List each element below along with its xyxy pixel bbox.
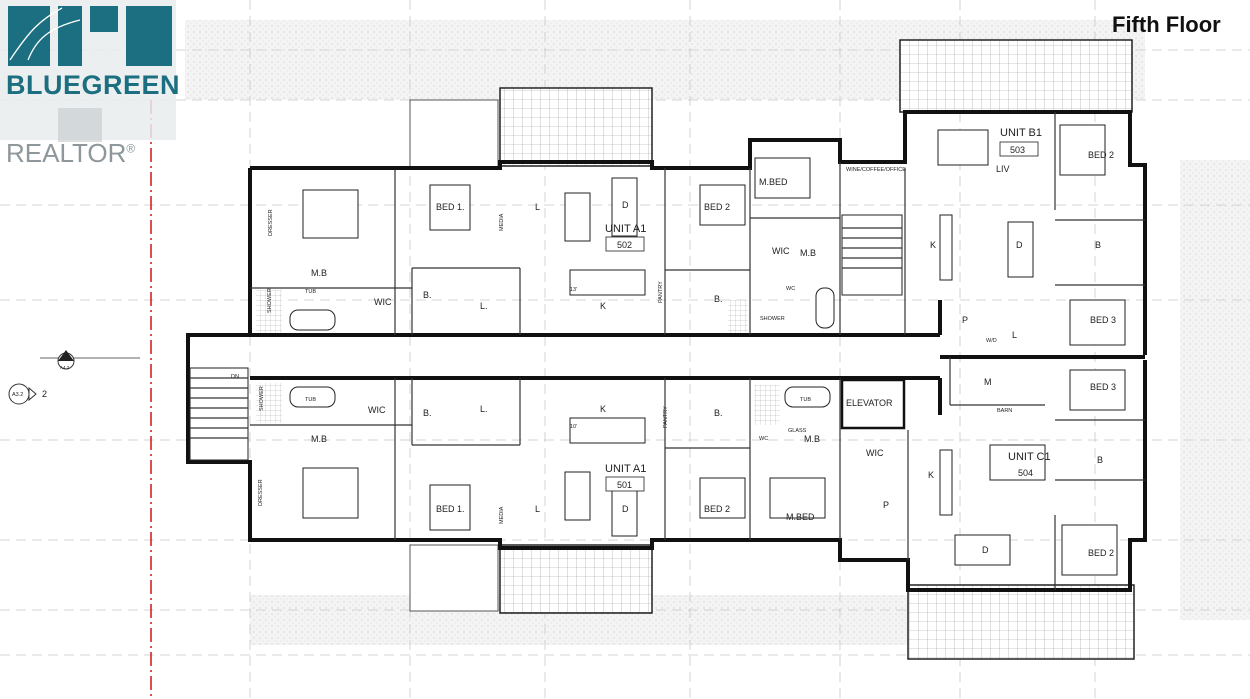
logo-realtor-text: REALTOR® <box>6 138 135 169</box>
room-labels: M.B M.B WIC WIC BED 1. BED 1. BED 2 BED … <box>231 150 1116 558</box>
elevator-shaft <box>840 378 906 430</box>
unit-labels: UNIT A1 502 UNIT A1 501 UNIT B1 503 UNIT… <box>605 127 1051 492</box>
room-label-mb-503: M.B <box>800 248 816 258</box>
room-label-mbed-504: M.BED <box>786 512 815 522</box>
unit-number-504: 504 <box>1018 468 1033 478</box>
room-label-dresser-upper: DRESSER <box>268 209 274 236</box>
stairs <box>189 214 903 461</box>
room-label-l-503: L <box>1012 330 1017 340</box>
room-label-bed1-upper: BED 1. <box>436 202 465 212</box>
section-marker-a32 <box>8 383 37 405</box>
logo-registered-mark: ® <box>126 141 136 156</box>
page-title: Fifth Floor <box>1112 12 1221 37</box>
unit-name-502: UNIT A1 <box>605 223 646 235</box>
room-label-barn: BARN <box>997 408 1012 414</box>
room-label-wic-503: WIC <box>772 246 790 256</box>
section-marker-number: 2 <box>42 389 47 399</box>
room-label-media-502: MEDIA <box>499 213 505 231</box>
room-label-elevator: ELEVATOR <box>846 398 893 408</box>
room-label-media-501: MEDIA <box>499 506 505 524</box>
room-label-shower-upper: SHOWER <box>267 288 273 313</box>
room-label-bed3-504: BED 3 <box>1090 382 1116 392</box>
room-label-wc-504: WC <box>759 436 768 442</box>
room-label-liv-503: LIV <box>996 164 1010 174</box>
room-label-glass: GLASS <box>788 428 807 434</box>
room-label-l-living-502: L <box>535 202 540 212</box>
room-label-p-503: P <box>962 315 968 325</box>
bluegreen-realtor-logo: BLUEGREEN REALTOR® <box>0 0 182 172</box>
room-label-d-501: D <box>622 504 629 514</box>
room-label-p-504: P <box>883 500 889 510</box>
room-label-bed2-504: BED 2 <box>1088 548 1114 558</box>
room-label-shower-503: SHOWER <box>760 316 785 322</box>
room-label-bed1-lower: BED 1. <box>436 504 465 514</box>
room-label-m-504: M <box>984 377 992 387</box>
room-label-tub-upper: TUB <box>305 289 316 295</box>
unit-name-503: UNIT B1 <box>1000 127 1042 139</box>
room-label-bed3-503: BED 3 <box>1090 315 1116 325</box>
unit-name-504: UNIT C1 <box>1008 451 1051 463</box>
logo-realtor-word: REALTOR <box>6 138 127 168</box>
living-furniture <box>564 129 1046 566</box>
section-marker-a32-label: A3.2 <box>12 392 23 398</box>
unit-number-502: 502 <box>617 240 632 250</box>
room-label-wine: WINE/COFFEE/OFFICE <box>846 167 906 173</box>
building-walls <box>186 110 1147 592</box>
room-label-wc: WC <box>786 286 795 292</box>
unit-name-501: UNIT A1 <box>605 463 646 475</box>
room-label-mbed-503: M.BED <box>759 177 788 187</box>
balconies <box>409 39 1135 660</box>
room-label-tub-lower: TUB <box>305 397 316 403</box>
room-label-mb-lower: M.B <box>311 434 327 444</box>
room-label-tub-504: TUB <box>800 397 811 403</box>
logo-brand-text: BLUEGREEN <box>6 70 181 100</box>
room-label-d-502: D <box>622 200 629 210</box>
dimension-10-501: 10' <box>570 424 577 430</box>
room-label-l-501: L. <box>480 404 488 414</box>
room-label-k-503: K <box>930 240 936 250</box>
room-label-wd: W/D <box>986 338 997 344</box>
room-label-d-503: D <box>1016 240 1023 250</box>
room-label-b-503: B <box>1095 240 1101 250</box>
beds <box>302 124 1126 576</box>
room-label-k-501: K <box>600 404 606 414</box>
room-label-pantry-501: PANTRY <box>663 406 669 428</box>
room-label-bed2-502: BED 2 <box>704 202 730 212</box>
room-label-bdot-501-2: B. <box>714 408 723 418</box>
section-marker-a42-label: A4.2 <box>60 365 70 370</box>
room-label-wic-upper: WIC <box>374 297 392 307</box>
room-label-bdot-502: B. <box>423 290 432 300</box>
room-label-k-502: K <box>600 301 606 311</box>
room-label-k-504: K <box>928 470 934 480</box>
room-label-bdot-501: B. <box>423 408 432 418</box>
room-label-bed2-501: BED 2 <box>704 504 730 514</box>
bathroom-tiles <box>256 290 780 425</box>
room-label-d-504: D <box>982 545 989 555</box>
unit-number-501: 501 <box>617 480 632 490</box>
room-label-mb-504: M.B <box>804 434 820 444</box>
logo-mark-icon <box>0 0 176 142</box>
room-label-wic-lower: WIC <box>368 405 386 415</box>
interior-walls <box>250 112 1145 590</box>
room-label-b-504: B <box>1097 455 1103 465</box>
room-label-bed2-503: BED 2 <box>1088 150 1114 160</box>
room-label-l-living-501: L <box>535 504 540 514</box>
dimension-13-502: 13' <box>570 287 577 293</box>
room-label-wic-504: WIC <box>866 448 884 458</box>
room-label-mb-upper: M.B <box>311 268 327 278</box>
unit-number-503: 503 <box>1010 145 1025 155</box>
bathtubs <box>289 287 835 408</box>
stair-label-dn: DN <box>231 374 239 380</box>
room-label-shower-lower: SHOWER <box>259 386 265 411</box>
room-label-l-502: L. <box>480 301 488 311</box>
room-label-bdot-502-2: B. <box>714 294 723 304</box>
section-marker-a42 <box>40 350 140 370</box>
room-label-pantry-502: PANTRY <box>658 281 664 303</box>
room-label-dresser-lower: DRESSER <box>258 479 264 506</box>
